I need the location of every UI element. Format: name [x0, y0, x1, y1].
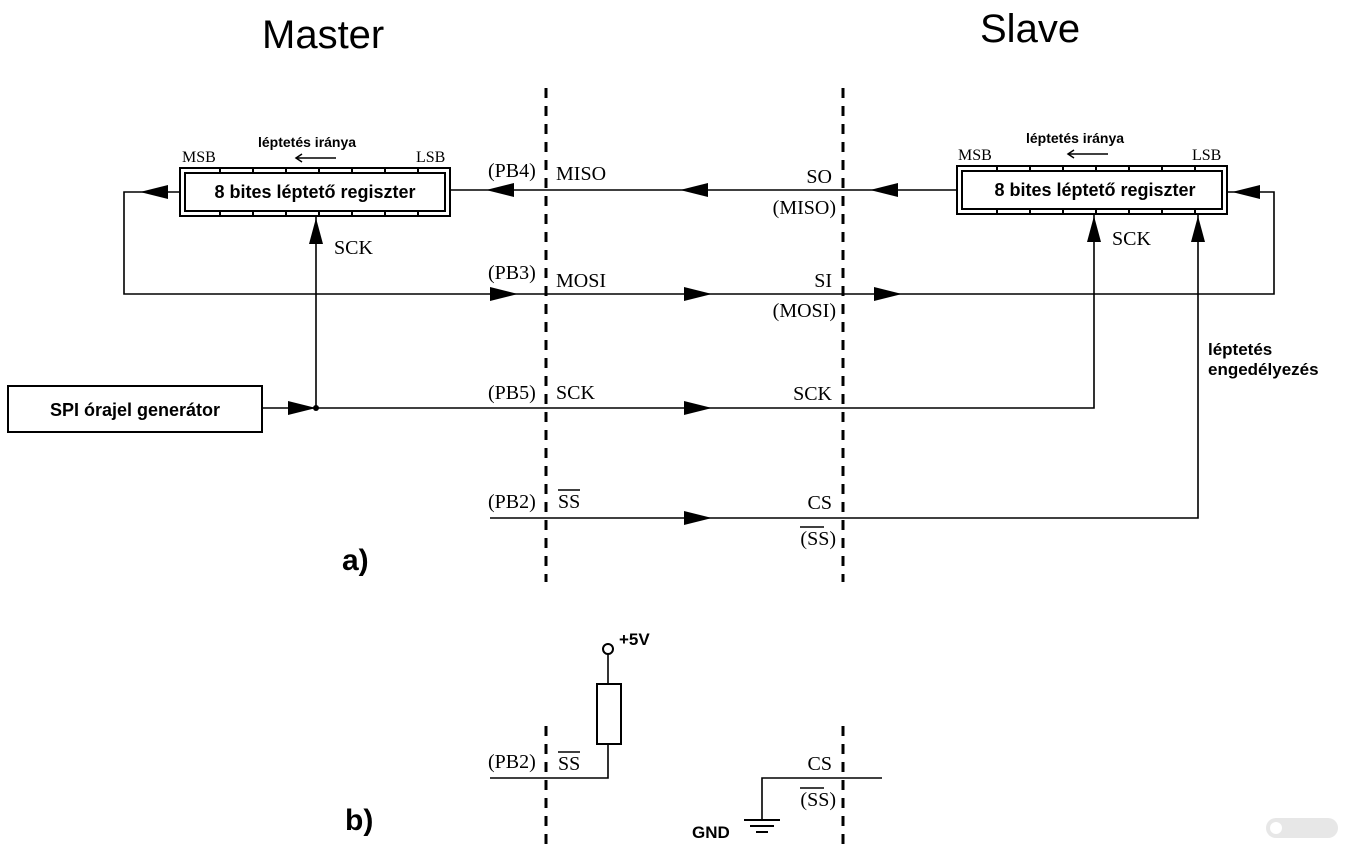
part-b-cs-alt-label: (SS): [800, 789, 836, 811]
arrowheads: [140, 183, 1260, 525]
slave-cs-label: CS: [808, 492, 832, 514]
slave-title: Slave: [980, 7, 1080, 51]
supply-label: +5V: [619, 630, 650, 649]
cs-ground-wire: [761, 777, 882, 820]
slave-lsb-label: LSB: [1192, 147, 1221, 164]
part-b-cs-label: CS: [808, 753, 832, 775]
miso-arrow-1: [486, 183, 514, 197]
port-pb5-label: (PB5): [488, 382, 536, 404]
ss-wire: [490, 214, 1199, 519]
pullup-resistor: [596, 683, 622, 745]
slave-so-alt-label: (MISO): [773, 197, 836, 219]
port-pb2-label: (PB2): [488, 491, 536, 513]
slave-sck-arrow: [1087, 216, 1101, 242]
master-title: Master: [262, 13, 384, 57]
sck-arrow-1: [288, 401, 316, 415]
part-b-circuit: +5V (PB2) SS GND CS (SS): [488, 630, 882, 842]
ground-icon: [744, 819, 780, 833]
slave-direction-label: léptetés iránya: [1026, 130, 1124, 146]
master-loop-arrow: [140, 185, 168, 199]
miso-arrow-3: [870, 183, 898, 197]
master-ss-label: SS: [558, 491, 580, 513]
slave-enable-label-2: engedélyezés: [1208, 360, 1319, 379]
part-b-label: b): [345, 804, 373, 837]
part-b-ss-label: SS: [558, 753, 580, 775]
part-b-port-label: (PB2): [488, 751, 536, 773]
slave-si-alt-label: (MOSI): [773, 300, 836, 322]
mosi-arrow-2: [684, 287, 712, 301]
slave-sck-pin-label: SCK: [793, 383, 832, 405]
slave-so-label: SO: [806, 166, 832, 188]
part-a-label: a): [342, 544, 369, 577]
slave-direction-arrow: [1066, 149, 1108, 159]
port-pb3-label: (PB3): [488, 262, 536, 284]
ss-arrow: [684, 511, 712, 525]
master-lsb-label: LSB: [416, 149, 445, 166]
ground-label: GND: [692, 823, 730, 842]
sck-arrow-2: [684, 401, 712, 415]
master-register-label: 8 bites léptető regiszter: [214, 182, 415, 202]
slave-sck-label: SCK: [1112, 228, 1151, 250]
port-pb4-label: (PB4): [488, 160, 536, 182]
master-sck-arrow: [309, 218, 323, 244]
master-sck-label: SCK: [334, 237, 373, 259]
spi-clock-generator: SPI órajel generátor: [7, 385, 263, 433]
slave-enable-arrow: [1191, 216, 1205, 242]
slave-loop-arrow: [1232, 185, 1260, 199]
master-sck-pin-label: SCK: [556, 382, 595, 404]
supply-terminal: [602, 643, 614, 655]
master-mosi-label: MOSI: [556, 270, 606, 292]
pullup-wire: [490, 744, 609, 779]
master-miso-label: MISO: [556, 163, 606, 185]
master-shift-register: 8 bites léptető regiszter MSB LSB léptet…: [179, 134, 451, 217]
master-direction-label: léptetés iránya: [258, 134, 356, 150]
wires: [123, 189, 1275, 519]
sck-wire: [262, 214, 1095, 409]
slave-si-label: SI: [814, 270, 832, 292]
slave-cs-alt-label: (SS): [800, 528, 836, 550]
master-direction-arrow: [294, 153, 336, 163]
miso-arrow-2: [680, 183, 708, 197]
slave-enable-label-1: léptetés: [1208, 340, 1272, 359]
slave-register-label: 8 bites léptető regiszter: [994, 180, 1195, 200]
mosi-arrow-1: [490, 287, 518, 301]
master-msb-label: MSB: [182, 149, 216, 166]
slave-msb-label: MSB: [958, 147, 992, 164]
slave-shift-register: 8 bites léptető regiszter MSB LSB léptet…: [956, 130, 1228, 215]
boundary-lines: [544, 88, 845, 845]
mosi-arrow-3: [874, 287, 902, 301]
watermark-logo: [1266, 818, 1338, 838]
clock-generator-label: SPI órajel generátor: [50, 400, 220, 420]
